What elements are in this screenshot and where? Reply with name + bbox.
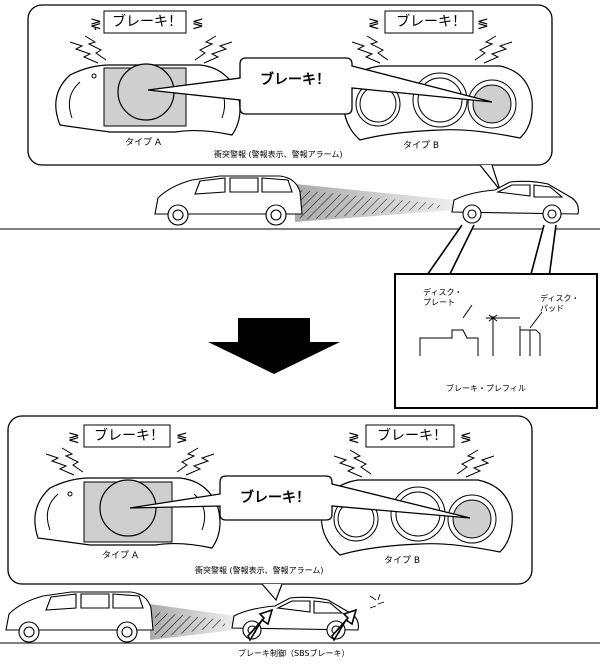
svg-text:≶: ≶ bbox=[176, 430, 188, 446]
svg-text:≷: ≷ bbox=[90, 16, 102, 32]
bottom-road-scene bbox=[0, 592, 600, 643]
bottom-bubble-text: ブレーキ！ bbox=[240, 491, 310, 505]
bottom-cluster-a bbox=[35, 478, 220, 548]
svg-text:≶: ≶ bbox=[477, 16, 489, 32]
bottom-caption: 衝突警報 (警報表示、警報アラーム) bbox=[195, 567, 324, 575]
bottom-alert-right-text: ブレーキ！ bbox=[377, 429, 447, 443]
disc-pad-label: ディスク・ パッド bbox=[540, 294, 579, 315]
top-minivan bbox=[155, 176, 302, 225]
disc-plate-label: ディスク・ プレート bbox=[423, 288, 462, 309]
top-alert-left-text: ブレーキ！ bbox=[112, 15, 182, 29]
brake-control-caption: ブレーキ制御（SBSブレーキ） bbox=[238, 650, 350, 658]
top-cluster-a bbox=[56, 64, 240, 135]
top-bubble-text: ブレーキ！ bbox=[260, 73, 330, 87]
bottom-type-b-label: タイプ B bbox=[384, 557, 420, 566]
svg-text:≶: ≶ bbox=[192, 16, 204, 32]
top-caption: 衝突警報 (警報表示、警報アラーム) bbox=[214, 151, 343, 159]
bottom-minivan bbox=[6, 592, 153, 642]
bottom-alert-left-text: ブレーキ！ bbox=[94, 429, 164, 443]
svg-text:≶: ≶ bbox=[460, 430, 472, 446]
svg-text:≷: ≷ bbox=[348, 430, 360, 446]
transition-arrow bbox=[208, 318, 340, 374]
brake-prefill-caption: ブレーキ・プレフィル bbox=[446, 385, 526, 393]
svg-text:≷: ≷ bbox=[368, 16, 380, 32]
top-type-a-label: タイプ A bbox=[125, 139, 161, 148]
top-type-b-label: タイプ B bbox=[403, 142, 439, 151]
svg-text:≷: ≷ bbox=[68, 430, 80, 446]
top-alert-right-text: ブレーキ！ bbox=[396, 15, 466, 29]
bottom-type-a-label: タイプ A bbox=[102, 552, 138, 561]
top-panel: ͺ ≷ ≶ ≷ ≶ bbox=[28, 5, 552, 190]
top-sedan bbox=[452, 181, 578, 223]
top-road-scene bbox=[0, 176, 600, 278]
